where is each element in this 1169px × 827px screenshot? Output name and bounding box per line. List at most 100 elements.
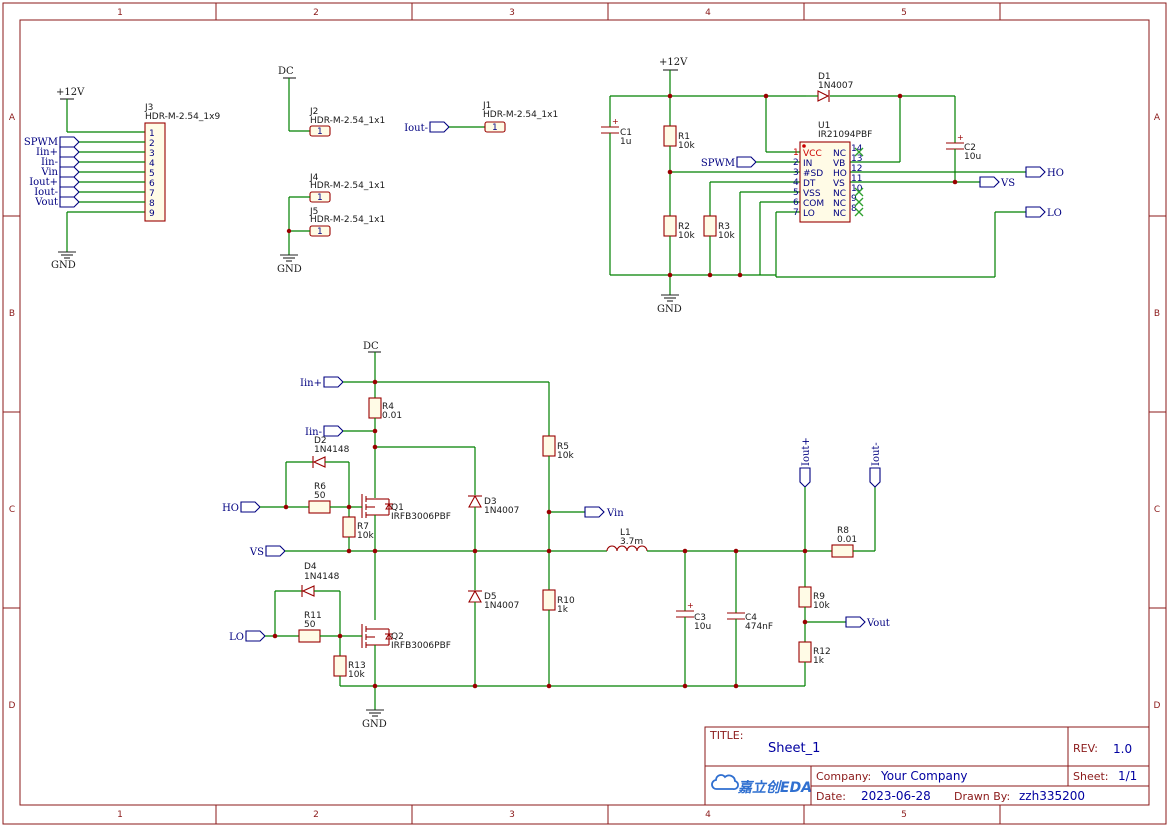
c4-value: 474nF (745, 622, 773, 632)
u1-pin-14-name: NC (833, 149, 846, 159)
j3-connector[interactable]: +12V GND J3 HDR-M-2.54_1x9 1 2 3 4 5 6 7… (24, 87, 221, 271)
j3-net-iout-minus: Iout- (34, 187, 58, 198)
j3-net-iout-plus: Iout+ (29, 177, 58, 188)
u1-pin-9-name: NC (833, 199, 846, 209)
frame-row-a-right: A (1154, 113, 1161, 123)
j4-pin-1: 1 (317, 193, 323, 203)
r1-ref: R1 (678, 132, 690, 142)
p12v-symbol-j3: +12V (56, 87, 85, 98)
frame-row-c-right: C (1154, 505, 1160, 515)
d5-value: 1N4007 (484, 601, 519, 611)
j3-net-iin-minus: Iin- (41, 157, 58, 168)
date-value: 2023-06-28 (861, 789, 931, 803)
j2-value: HDR-M-2.54_1x1 (310, 116, 385, 126)
j3-pin-7: 7 (149, 189, 155, 199)
easyeda-logo-text: 嘉立创EDA (737, 779, 812, 796)
r9-ref: R9 (813, 592, 825, 602)
u1-pin-4-num: 4 (793, 178, 799, 188)
svg-text:+: + (612, 117, 619, 126)
gnd-symbol-j3 (57, 251, 77, 259)
frame-col-2-top: 2 (313, 8, 319, 18)
u1-pin-1-name: VCC (803, 149, 822, 159)
j4-j5-connectors[interactable]: J4 HDR-M-2.54_1x1 1 J5 HDR-M-2.54_1x1 1 … (277, 173, 385, 275)
r5-ref: R5 (557, 442, 569, 452)
r11-ref: R11 (304, 611, 322, 621)
u1-pin-10-name: NC (833, 189, 846, 199)
driver-net-ho: HO (1047, 168, 1064, 179)
q1-value: IRFB3006PBF (391, 512, 451, 522)
r7-ref: R7 (357, 522, 369, 532)
q1-mosfet[interactable]: Q1 IRFB3006PBF (361, 494, 451, 522)
u1-pin-13-num: 13 (851, 154, 862, 164)
u1-pin-8-name: NC (833, 209, 846, 219)
j2-connector[interactable]: DC 1 J2 HDR-M-2.54_1x1 (278, 66, 385, 137)
u1-pin-5-name: VSS (803, 189, 821, 199)
easyeda-logo: 嘉立创EDA (711, 774, 812, 796)
j3-net-vout: Vout (34, 197, 58, 208)
l1-value: 3.7m (620, 537, 643, 547)
frame-col-1-top: 1 (117, 8, 123, 18)
driver-net-spwm: SPWM (701, 158, 735, 169)
stage-net-iout-minus: Iout- (871, 442, 882, 466)
j5-pin-1: 1 (317, 227, 323, 237)
r13-ref: R13 (348, 661, 366, 671)
gnd-symbol-stage (365, 709, 385, 717)
j1-pin-1: 1 (492, 123, 498, 133)
r12-ref: R12 (813, 647, 831, 657)
u1-pin-6-name: COM (803, 199, 824, 209)
drawn-by-label: Drawn By: (954, 790, 1010, 803)
u1-pin-7-name: LO (803, 209, 815, 219)
u1-pin-4-name: DT (803, 179, 816, 189)
rev-value: 1.0 (1113, 742, 1132, 756)
c1-ref: C1 (620, 128, 632, 138)
r4-ref: R4 (382, 402, 394, 412)
u1-value: IR21094PBF (818, 130, 872, 140)
j5-ref: J5 (309, 207, 318, 217)
title-block: TITLE: Sheet_1 REV: 1.0 嘉立创EDA Company: … (704, 726, 1150, 806)
stage-net-lo: LO (229, 632, 244, 643)
j4-ref: J4 (309, 173, 319, 183)
frame-row-c-left: C (9, 505, 15, 515)
stage-net-vs: VS (249, 547, 264, 558)
c2-ref: C2 (964, 143, 976, 153)
gnd-label-j3: GND (51, 260, 76, 271)
r8-value: 0.01 (837, 535, 857, 545)
q1-ref: Q1 (391, 503, 404, 513)
rev-label: REV: (1073, 742, 1098, 755)
d3-ref: D3 (484, 497, 497, 507)
r2-value: 10k (678, 231, 695, 241)
driver-net-vs: VS (1000, 178, 1015, 189)
j4-value: HDR-M-2.54_1x1 (310, 181, 385, 191)
j3-ref: J3 (144, 103, 153, 113)
p12v-symbol-driver: +12V (659, 57, 688, 68)
r4-value: 0.01 (382, 411, 402, 421)
stage-net-vout: Vout (866, 618, 890, 629)
r2-ref: R2 (678, 222, 690, 232)
gnd-label-stage: GND (362, 719, 387, 730)
stage-net-iout-plus: Iout+ (801, 437, 812, 466)
d4-value: 1N4148 (304, 572, 340, 582)
j2-pin-1: 1 (317, 127, 323, 137)
r3-value: 10k (718, 231, 735, 241)
title-label: TITLE: (709, 729, 743, 742)
u1-pin-2-num: 2 (793, 158, 799, 168)
stage-net-iin-minus: Iin- (305, 427, 322, 438)
u1-pin-5-num: 5 (793, 188, 799, 198)
company-value: Your Company (880, 769, 968, 783)
u1-body[interactable] (799, 141, 851, 223)
j1-connector[interactable]: Iout- 1 J1 HDR-M-2.54_1x1 (404, 101, 558, 134)
r3-ref: R3 (718, 222, 730, 232)
r7-value: 10k (357, 531, 374, 541)
frame-col-3-top: 3 (509, 8, 515, 18)
u1-pin-3-name: #SD (803, 169, 823, 179)
gnd-label-driver: GND (657, 304, 682, 315)
d2-ref: D2 (314, 436, 327, 446)
r1-value: 10k (678, 141, 695, 151)
c3-value: 10u (694, 622, 711, 632)
u1-pin-3-num: 3 (793, 168, 799, 178)
j1-value: HDR-M-2.54_1x1 (483, 110, 558, 120)
r9-value: 10k (813, 601, 830, 611)
r5-value: 10k (557, 451, 574, 461)
u1-pin-2-name: IN (803, 159, 812, 169)
